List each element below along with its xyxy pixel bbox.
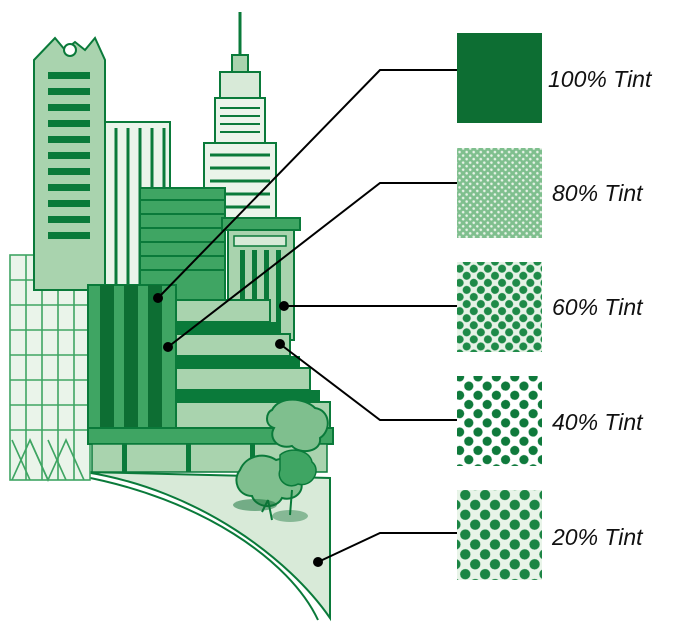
swatch-100 (457, 33, 542, 123)
grid-building (9, 254, 91, 482)
leader-80 (167, 182, 457, 348)
dot-60 (279, 301, 289, 311)
dot-100 (153, 293, 163, 303)
city-illustration (9, 12, 334, 622)
tint-labels: 100% Tint 80% Tint 60% Tint 40% Tint 20%… (548, 66, 653, 550)
swatch-60 (457, 262, 542, 352)
dot-40 (275, 339, 285, 349)
swatch-40 (457, 376, 542, 466)
dark-block (87, 284, 177, 431)
leader-lines (157, 69, 457, 563)
leader-100 (157, 69, 457, 299)
swatch-20 (457, 490, 542, 580)
label-60: 60% Tint (552, 294, 644, 320)
spire-tower (203, 12, 277, 224)
ground-curve-outer (79, 475, 319, 621)
leader-endpoints (153, 293, 323, 567)
tint-swatches (457, 33, 542, 580)
leader-20 (317, 532, 457, 563)
swatch-80 (457, 148, 542, 238)
dot-80 (163, 342, 173, 352)
label-80: 80% Tint (552, 180, 644, 206)
label-20: 20% Tint (551, 524, 644, 550)
trees (233, 398, 329, 522)
leader-40 (279, 343, 457, 421)
dot-20 (313, 557, 323, 567)
label-40: 40% Tint (552, 409, 644, 435)
crown-tower (33, 36, 106, 291)
label-100: 100% Tint (548, 66, 653, 92)
